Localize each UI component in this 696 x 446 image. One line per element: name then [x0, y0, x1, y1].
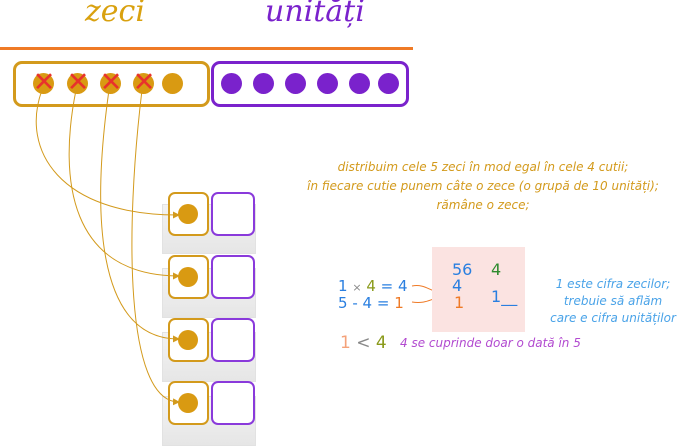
unit-dot [253, 73, 274, 94]
tens-box: ✕ ✕ ✕ ✕ [13, 61, 210, 107]
mult-eq: = [380, 277, 394, 295]
sub-r: 1 [394, 294, 404, 312]
sub-a: 5 [338, 294, 348, 312]
cross-icon: ✕ [66, 67, 90, 98]
arrow [68, 89, 180, 280]
arrow [100, 89, 180, 343]
ten-dot [67, 73, 88, 94]
tens-header: zeci [85, 0, 145, 29]
comparison: 1 < 4 [340, 333, 387, 353]
note-line: în fiecare cutie punem câte o zece (o gr… [307, 179, 659, 193]
units-header: unități [265, 0, 365, 29]
cmp-a: 1 [340, 333, 351, 353]
mult-op: × [352, 281, 362, 294]
dividend: 56 [452, 260, 473, 279]
unit-dot [378, 73, 399, 94]
side-note: 1 este cifra zecilor; trebuie să aflăm c… [530, 277, 696, 325]
cup-units [211, 318, 255, 362]
quotient-blank: __ [501, 287, 518, 306]
arrow [131, 89, 180, 406]
quotient-digit: 1 [491, 287, 502, 306]
cross-icon: ✕ [32, 67, 56, 98]
ten-dot [178, 204, 198, 224]
sub-eq: = [376, 294, 390, 312]
unit-dot [285, 73, 306, 94]
ten-dot [33, 73, 54, 94]
quotient: 1__ [491, 287, 517, 306]
mult-r: 4 [398, 277, 408, 295]
ten-dot [133, 73, 154, 94]
cmp-op: < [356, 333, 371, 353]
divisor: 4 [491, 260, 502, 279]
remainder: 1 [454, 293, 465, 312]
note-line: distribuim cele 5 zeci în mod egal în ce… [337, 160, 629, 174]
sub-op: - [352, 294, 358, 312]
partial-product: 4 [452, 276, 463, 295]
header-divider [0, 47, 413, 50]
side-line: trebuie să aflăm [563, 294, 663, 308]
unit-dot [349, 73, 370, 94]
subtraction: 5 - 4 = 1 [338, 294, 404, 312]
cup-units [211, 381, 255, 425]
side-line: care e cifra unităților [550, 311, 676, 325]
unit-dot [221, 73, 242, 94]
cross-icon: ✕ [132, 67, 156, 98]
arrow [35, 89, 180, 219]
ten-dot-remaining [162, 73, 183, 94]
mult-a: 1 [338, 277, 348, 295]
ten-dot [178, 393, 198, 413]
cup-tens [168, 255, 209, 299]
ten-dot [178, 267, 198, 287]
unit-dot [317, 73, 338, 94]
units-box [211, 61, 409, 107]
cmp-b: 4 [375, 333, 387, 353]
note-line: rămâne o zece; [436, 198, 530, 212]
multiplication: 1 × 4 = 4 [338, 277, 408, 295]
cup-units [211, 255, 255, 299]
comparison-note: 4 se cuprinde doar o dată în 5 [400, 336, 581, 350]
ten-dot [100, 73, 121, 94]
mult-b: 4 [366, 277, 376, 295]
sub-b: 4 [362, 294, 373, 312]
division-box [432, 247, 525, 332]
cup-units [211, 192, 255, 236]
side-line: 1 este cifra zecilor; [555, 277, 671, 291]
explanation-note: distribuim cele 5 zeci în mod egal în ce… [270, 160, 696, 212]
ten-dot [178, 330, 198, 350]
cross-icon: ✕ [99, 67, 123, 98]
